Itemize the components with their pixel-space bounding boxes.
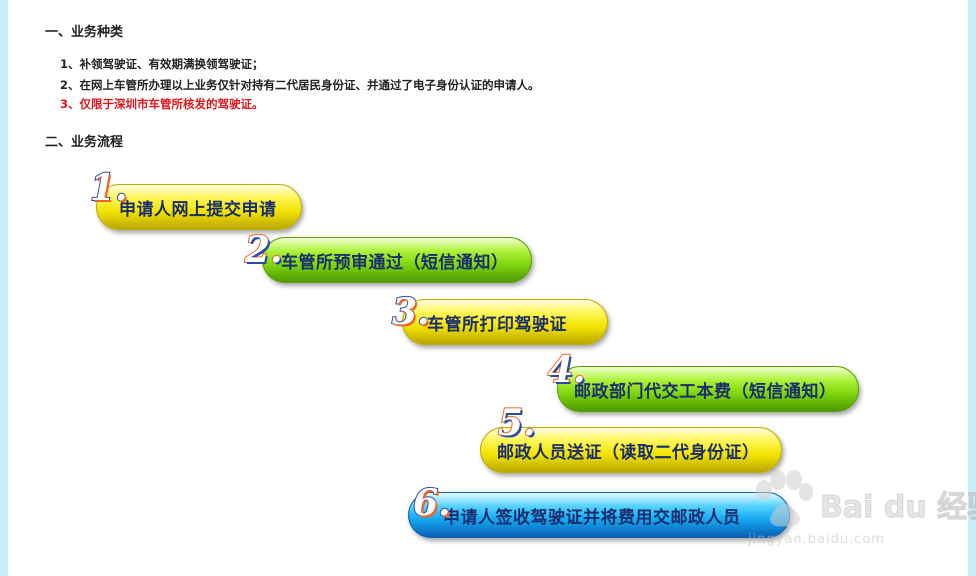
business-type-item-1: 1、补领驾驶证、有效期满换领驾驶证；	[60, 57, 264, 71]
step-number-2: 2.	[244, 229, 284, 271]
process-step-4: 邮政部门代交工本费（短信通知）	[557, 366, 859, 412]
section-title-business-process: 二、业务流程	[45, 135, 124, 150]
step-number-6: 6.	[412, 482, 452, 524]
process-step-5: 邮政人员送证（读取二代身份证）	[480, 427, 782, 473]
process-step-2-label: 车管所预审通过（短信通知）	[262, 237, 532, 283]
watermark-brand: Bai du 经验	[819, 490, 976, 526]
process-step-1: 申请人网上提交申请	[96, 184, 302, 230]
process-step-6: 申请人签收驾驶证并将费用交邮政人员	[408, 492, 790, 538]
process-step-1-label: 申请人网上提交申请	[96, 184, 302, 230]
section-title-business-types: 一、业务种类	[45, 25, 124, 40]
content-panel	[8, 0, 968, 576]
baidu-jingyan-watermark: Bai du 经验 jingyan.baidu.com	[748, 468, 976, 558]
process-step-3: 车管所打印驾驶证	[402, 299, 608, 345]
paw-icon	[756, 470, 813, 527]
business-type-item-2: 2、在网上车管所办理以上业务仅针对持有二代居民身份证、并通过了电子身份认证的申请…	[60, 78, 540, 92]
step-number-4: 4.	[547, 349, 587, 391]
business-type-item-3: 3、仅限于深圳市车管所核发的驾驶证。	[60, 97, 264, 111]
process-step-2: 车管所预审通过（短信通知）	[262, 237, 532, 283]
process-step-6-label: 申请人签收驾驶证并将费用交邮政人员	[408, 492, 790, 538]
process-step-4-label: 邮政部门代交工本费（短信通知）	[557, 366, 859, 412]
process-step-5-label: 邮政人员送证（读取二代身份证）	[480, 427, 782, 473]
process-step-3-label: 车管所打印驾驶证	[402, 299, 608, 345]
step-number-5: 5.	[497, 402, 537, 444]
watermark-url: jingyan.baidu.com	[748, 532, 885, 547]
step-number-3: 3.	[391, 291, 431, 333]
step-number-1: 1.	[89, 167, 129, 209]
